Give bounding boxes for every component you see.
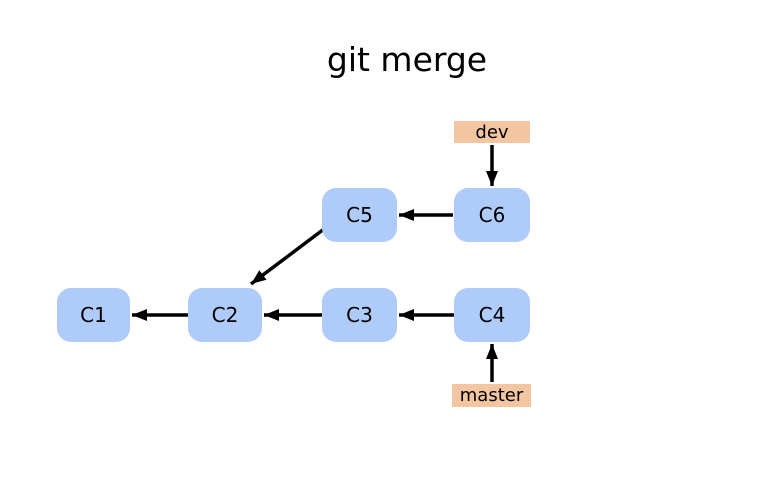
commit-label: C3 [346, 303, 373, 327]
branch-label-master: master [452, 384, 531, 407]
commit-label: C4 [478, 303, 506, 327]
branch-label-text: master [459, 385, 524, 406]
commit-label: C1 [80, 303, 107, 327]
commit-node-c6: C6 [454, 188, 530, 242]
diagram-title: git merge [326, 40, 488, 79]
commit-label: C5 [346, 203, 373, 227]
arrow-c5-to-c2 [249, 227, 326, 286]
commit-node-c2: C2 [188, 288, 262, 342]
commit-node-c5: C5 [322, 188, 397, 242]
commit-label: C2 [211, 303, 239, 327]
commit-node-c1: C1 [57, 288, 130, 342]
commit-node-c4: C4 [454, 288, 530, 342]
commit-label: C6 [478, 203, 506, 227]
branch-label-dev: dev [454, 121, 530, 143]
commit-node-c3: C3 [322, 288, 397, 342]
branch-label-text: dev [475, 121, 509, 143]
